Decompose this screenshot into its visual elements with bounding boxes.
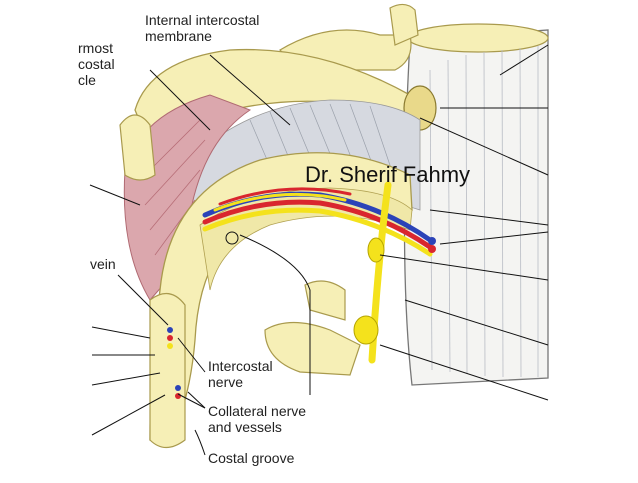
label-collateral-nerve-vessels: Collateral nerve and vessels bbox=[208, 403, 307, 435]
vein-end bbox=[428, 237, 436, 245]
label-costal-groove: Costal groove bbox=[208, 450, 295, 466]
label-intercostal-nerve: Intercostal nerve bbox=[208, 358, 273, 390]
artery-end bbox=[428, 245, 436, 253]
leader-lines bbox=[89, 44, 549, 456]
vertebral-body bbox=[403, 23, 549, 386]
label-innermost-intercostal-muscle: rmost costal cle bbox=[78, 40, 115, 88]
label-vein: vein bbox=[90, 256, 116, 272]
lower-articular-process bbox=[304, 280, 346, 321]
leader-circle bbox=[225, 231, 239, 245]
lower-transverse-process bbox=[264, 321, 361, 376]
intercostal-vessels bbox=[202, 187, 433, 257]
innermost-intercostal-muscle bbox=[123, 94, 252, 301]
rib-cross-section bbox=[119, 114, 156, 181]
label-internal-intercostal-membrane: Internal intercostal membrane bbox=[145, 12, 260, 44]
rib-cross-section-lower bbox=[149, 293, 186, 449]
spinous-process bbox=[389, 3, 419, 46]
watermark: Dr. Sherif Fahmy bbox=[305, 162, 471, 187]
